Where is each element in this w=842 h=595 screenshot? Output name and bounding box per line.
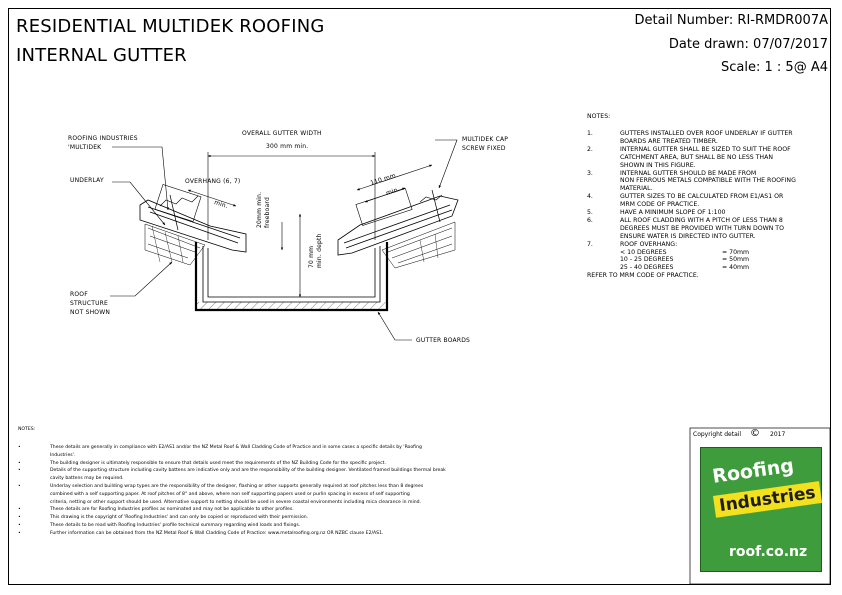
logo-box [689,427,831,585]
bottom-note-line: cavity battens may be required. [50,476,124,482]
bottom-note-line: This drawing is the copyright of 'Roofin… [50,515,309,521]
label-overhang: OVERHANG (6, 7) [185,178,241,185]
bullet-icon: • [18,515,21,521]
left-roof-sheet [139,184,247,253]
note-line: NON FERROUS METALS COMPATIBLE WITH THE R… [620,177,796,185]
roofing-industries-logo: Roofing Industries roof.co.nz [700,447,822,572]
left-roof-structure [144,223,206,266]
overhang-range: 10 - 25 DEGREES [620,256,674,264]
note-line: CATCHMENT AREA, BUT SHALL BE NO LESS THA… [620,153,773,161]
bullet-icon: • [18,530,21,536]
bottom-note-line: Underlay selection and building wrap typ… [50,484,424,489]
note-line: GUTTER SIZES TO BE CALCULATED FROM E1/AS… [620,193,784,201]
note-number: 2. [587,145,593,153]
overhang-range: < 10 DEGREES [620,248,667,256]
logo-text-roofing: Roofing [711,454,796,488]
label-structure: STRUCTURE [70,300,109,307]
label-roof: ROOF [70,291,88,298]
bottom-note-line: These details are for Roofing Industries… [50,507,294,513]
note-line: ENSURE WATER IS DIRECTED INTO GUTTER. [620,232,756,240]
label-freeboard-1: 20mm min. [256,191,263,228]
label-freeboard-2: freeboard [264,197,271,228]
overhang-value: = 70mm [722,248,750,256]
date-drawn: Date drawn: 07/07/2017 [668,37,828,52]
logo-url: roof.co.nz [729,544,808,560]
bottom-note-line: Industries'. [50,452,76,458]
note-line: BOARDS ARE TREATED TIMBER. [620,137,718,145]
label-depth-2: min. depth [316,233,323,268]
bottom-note-line: Details of the supporting structure incl… [50,468,446,474]
notes-right-footer: REFER TO MRM CODE OF PRACTICE. [587,272,699,280]
note-line: INTERNAL GUTTER SHOULD BE MADE FROM [620,169,757,177]
note-number: 4. [587,193,593,201]
copyright-symbol: © [750,428,760,439]
note-line: ROOF OVERHANG: [620,240,678,248]
notes-right-heading: NOTES: [587,113,611,120]
note-number: 3. [587,169,593,177]
label-roofing-industries: ROOFING INDUSTRIES [68,135,138,142]
right-roof-structure [381,221,456,269]
detail-number: Detail Number: RI-RMDR007A [634,13,829,28]
label-underlay: UNDERLAY [70,177,104,184]
right-110-dimension [356,164,433,203]
label-depth-1: 70 mm [308,245,315,268]
label-multidek-cap: MULTIDEK CAP [462,136,509,143]
copyright-year: 2017 [770,431,786,438]
overhang-value: = 50mm [722,256,750,264]
note-line: INTERNAL GUTTER SHALL BE SIZED TO SUIT T… [620,145,791,153]
bullet-icon: • [18,445,21,450]
label-multidek: 'MULTIDEK [68,144,102,151]
drawing-title-line1: RESIDENTIAL MULTIDEK ROOFING [16,16,325,37]
note-number: 5. [587,209,593,216]
right-roof-sheet [337,188,459,256]
copyright-label: Copyright detail [693,431,742,438]
drawing-frame [8,8,831,585]
bottom-note-line: combined with a self supporting paper. A… [50,491,410,497]
note-line: GUTTERS INSTALLED OVER ROOF UNDERLAY IF … [620,130,793,137]
note-number: 7. [587,240,593,248]
note-number: 6. [587,216,593,224]
bottom-note-line: Further information can be obtained from… [50,530,384,536]
note-line: DEGREES MUST BE PROVIDED WITH TURN DOWN … [620,224,784,232]
leader-lines [110,139,458,341]
label-gutter-width-value: 300 mm min. [266,143,309,150]
gutter-channel [194,242,389,312]
note-line: SHOWN IN THIS FIGURE. [620,161,696,169]
notes-bottom-heading: NOTES: [18,427,36,432]
note-line: ALL ROOF CLADDING WITH A PITCH OF LESS T… [620,216,783,224]
bottom-note-line: These details to be read with Roofing In… [50,523,301,528]
bullet-icon: • [18,468,21,474]
drawing-title-line2: INTERNAL GUTTER [16,45,187,66]
note-line: MATERIAL. [620,185,653,193]
bottom-note-line: criteria, netting or other support shoul… [50,499,422,505]
scale-label: Scale: 1 : 5@ A4 [721,60,828,75]
note-line: MRM CODE OF PRACTICE. [620,201,700,209]
overhang-value: = 40mm [722,264,750,272]
label-overall-gutter-width: OVERALL GUTTER WIDTH [242,130,322,137]
note-number: 1. [587,130,593,137]
note-line: HAVE A MINIMUM SLOPE OF 1:100 [620,209,726,216]
overhang-dimension [187,189,237,207]
bullet-icon: • [18,484,21,489]
logo-text-industries: Industries [713,481,822,518]
bottom-note-line: These details are generally in complianc… [50,445,422,450]
bullet-icon: • [18,523,21,528]
bottom-note-line: The building designer is ultimately resp… [50,460,386,466]
bullet-icon: • [18,507,21,513]
label-not-shown: NOT SHOWN [70,309,111,316]
overhang-range: 25 - 40 DEGREES [620,264,674,272]
bullet-icon: • [18,460,21,466]
label-gutter-boards: GUTTER BOARDS [416,337,471,344]
freeboard-dimension [280,213,302,298]
label-screw-fixed: SCREW FIXED [462,145,506,152]
overall-width-dimension [207,152,376,240]
